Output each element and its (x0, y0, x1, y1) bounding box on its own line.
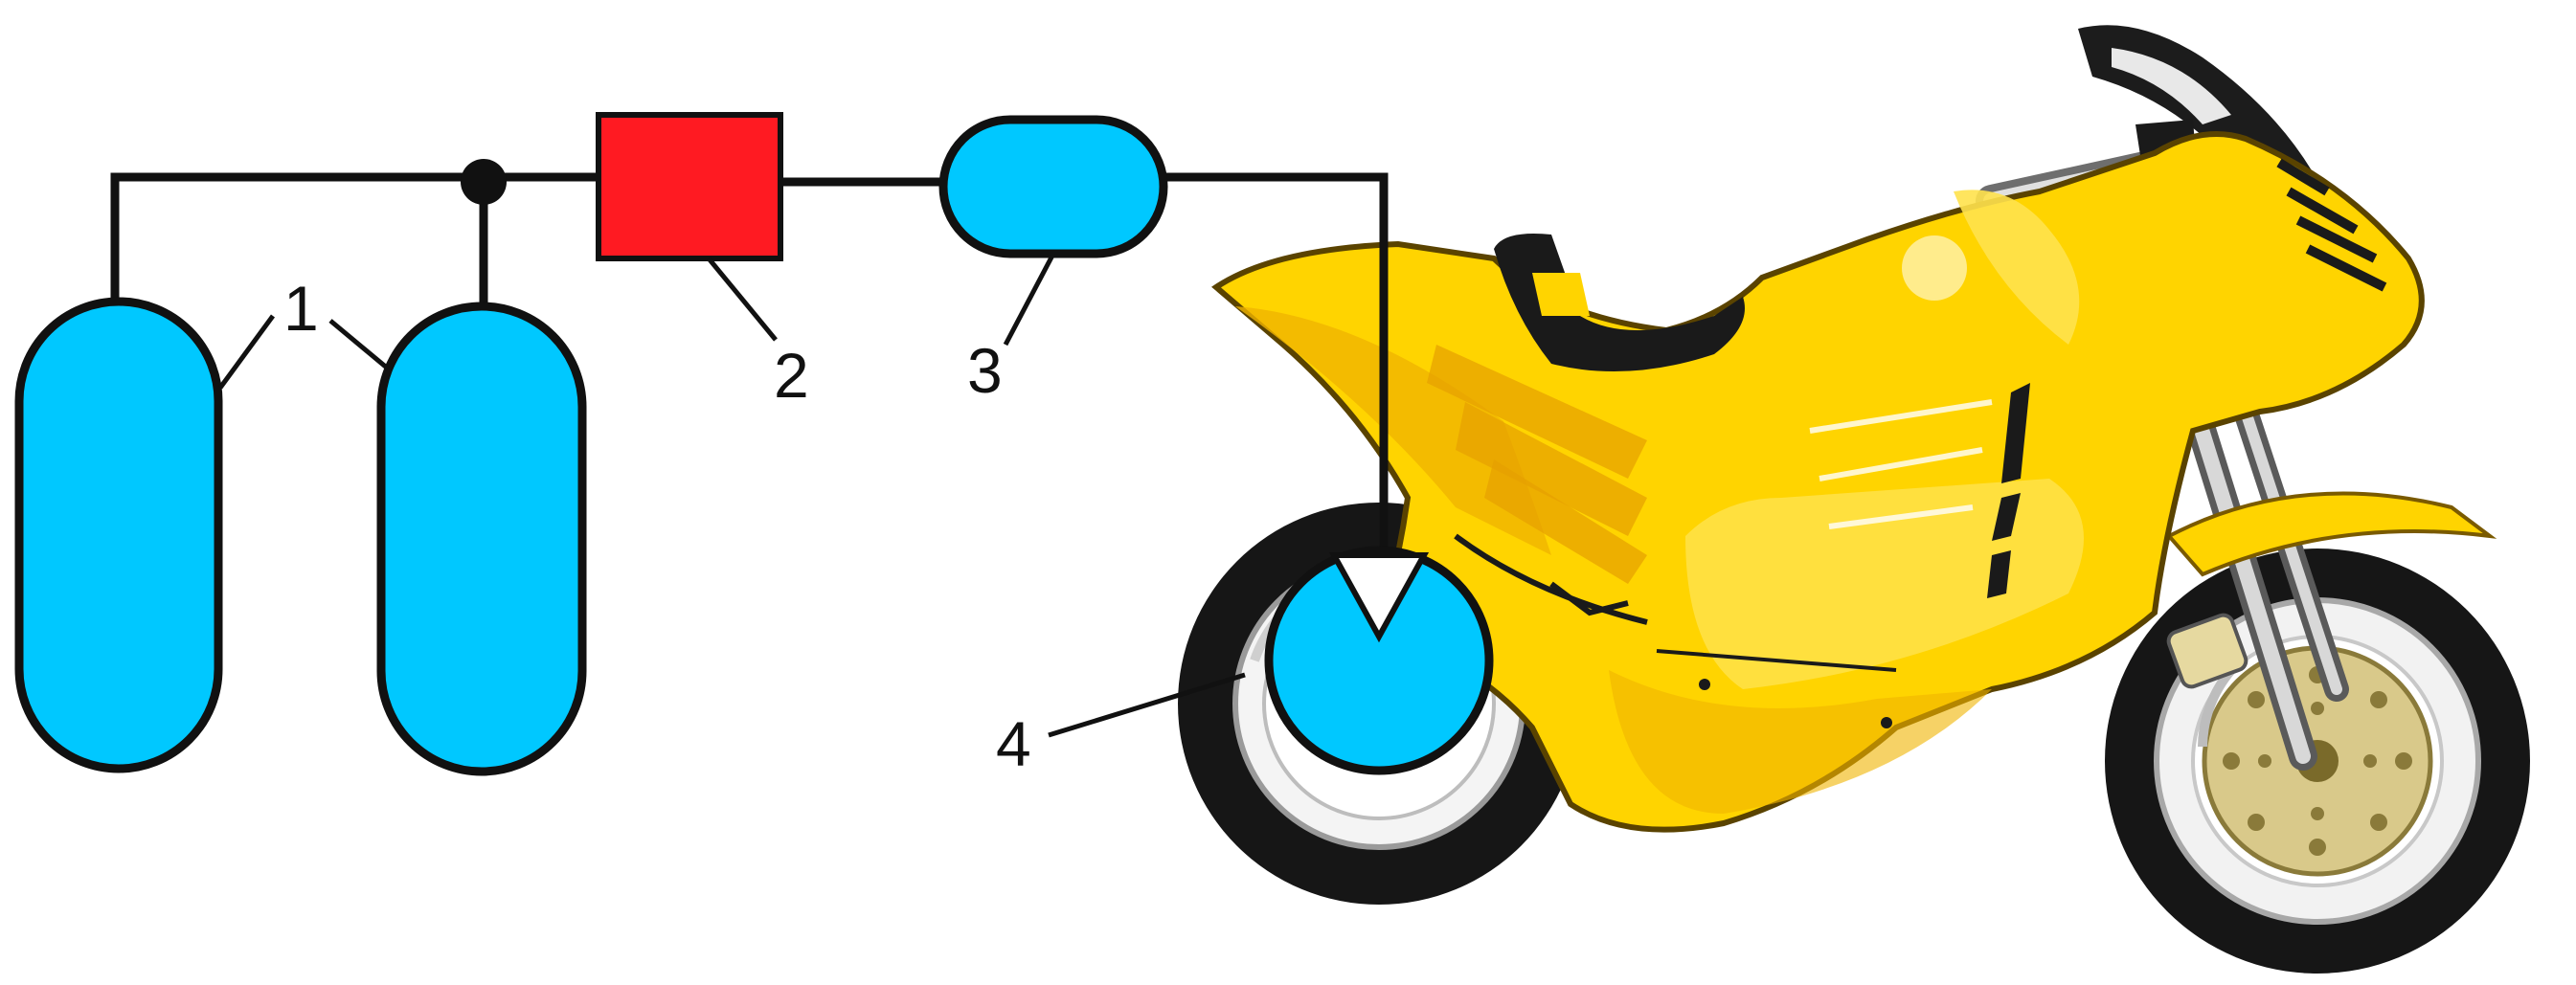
pressure-regulator-icon (596, 112, 783, 261)
front-wheel (2105, 548, 2530, 974)
side-vents (1987, 383, 2030, 598)
pipe-junction (461, 159, 507, 205)
front-fender (2165, 491, 2497, 577)
leader-lines (217, 252, 1246, 738)
front-fork (2166, 388, 2349, 771)
seat (1494, 234, 1745, 371)
gas-tank-1-icon (14, 297, 223, 773)
front-grill (2276, 158, 2387, 292)
label-tanks: 1 (283, 273, 319, 344)
label-regulator: 2 (774, 340, 809, 411)
gas-tank-2-icon (376, 302, 587, 776)
receiver-vessel-icon (938, 115, 1168, 258)
label-receiver: 3 (967, 335, 1003, 406)
label-motor: 4 (996, 708, 1031, 779)
pneumatic-motor-icon (1264, 546, 1494, 775)
